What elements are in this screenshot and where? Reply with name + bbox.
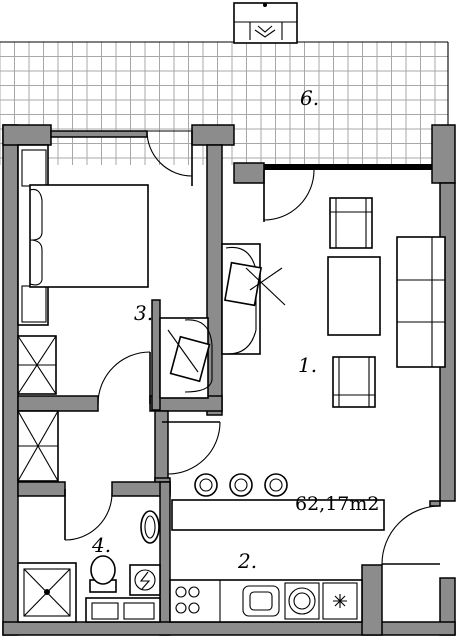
room-label-bathroom: 4.: [91, 533, 111, 557]
room-label-terrace: 6.: [300, 86, 319, 110]
total-area-label: 62,17m2: [295, 493, 380, 515]
room-label-living: 1.: [298, 353, 317, 377]
living-furniture: [221, 197, 446, 408]
terrace-chair: [233, 2, 298, 44]
doors: [64, 130, 441, 565]
kitchen-furniture: [169, 473, 385, 623]
room-label-bedroom: 3.: [134, 301, 153, 325]
hallway-wardrobe: [17, 410, 59, 482]
terrace: [0, 41, 449, 165]
bathroom-fixtures: [17, 510, 161, 623]
terrace-tile-grid: [0, 41, 448, 165]
walls: [2, 124, 456, 636]
room-label-kitchen: 2.: [237, 549, 257, 573]
bedroom-furniture: [17, 144, 213, 399]
